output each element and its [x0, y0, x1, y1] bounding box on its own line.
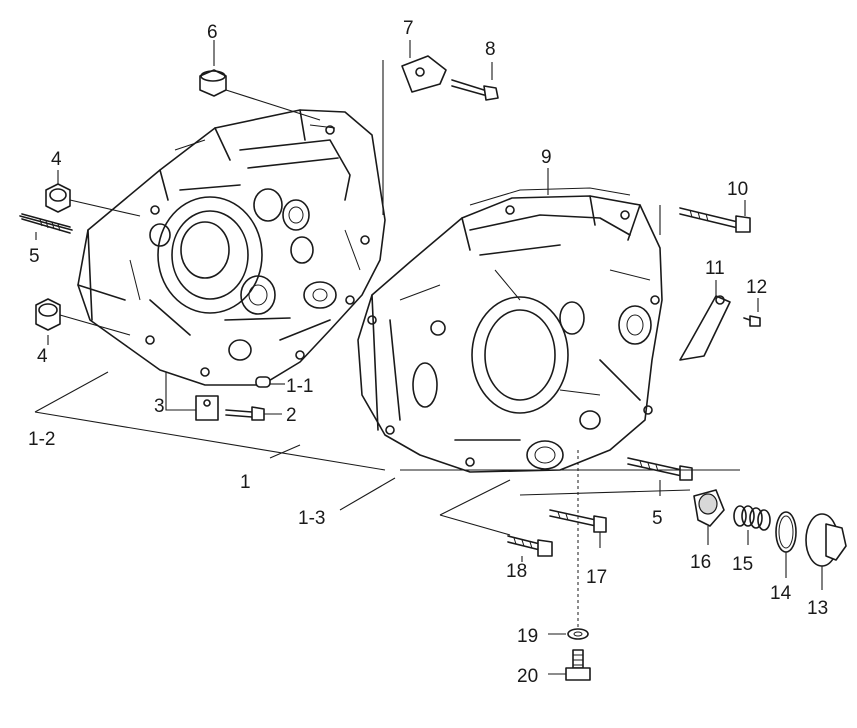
label-8: 8: [485, 39, 496, 60]
part-10-bolt: [679, 207, 751, 233]
part-20-bolt: [565, 649, 591, 681]
label-11: 11: [705, 258, 725, 279]
label-20: 20: [517, 666, 538, 687]
label-4-top: 4: [51, 149, 62, 170]
label-7: 7: [403, 18, 414, 39]
label-5-left: 5: [29, 246, 40, 267]
label-19: 19: [517, 626, 538, 647]
label-1-1: 1-1: [286, 376, 313, 397]
label-3: 3: [154, 396, 165, 417]
label-18: 18: [506, 561, 527, 582]
part-14-o-ring: [775, 511, 797, 553]
label-13: 13: [807, 598, 828, 619]
leader-lines: [34, 40, 823, 675]
part-16-filter: [693, 489, 725, 527]
part-11-lever: [679, 295, 731, 361]
part-15-spring: [733, 505, 771, 531]
label-1-2: 1-2: [28, 429, 55, 450]
label-1: 1: [240, 472, 251, 493]
label-9: 9: [541, 147, 552, 168]
label-14: 14: [770, 583, 792, 604]
label-12: 12: [746, 277, 767, 298]
label-6: 6: [207, 22, 218, 43]
label-2: 2: [286, 405, 297, 426]
part-4-nut-top: [45, 183, 71, 213]
part-17-bolt: [549, 509, 607, 533]
label-15: 15: [732, 554, 753, 575]
part-5-stud-right: [627, 457, 693, 481]
gasket-outline: [469, 187, 631, 206]
left-crankcase-half: [77, 109, 386, 386]
part-19-washer: [567, 628, 589, 640]
label-1-3: 1-3: [298, 508, 325, 529]
right-crankcase-half: [357, 195, 663, 473]
part-1-1-dowel: [255, 376, 271, 388]
part-3-plate: [195, 395, 219, 421]
part-7-bracket: [401, 55, 447, 93]
label-10: 10: [727, 179, 748, 200]
label-4-bottom: 4: [37, 346, 48, 367]
part-6-nut: [199, 69, 227, 97]
label-5-right: 5: [652, 508, 663, 529]
label-16: 16: [690, 552, 711, 573]
part-2-bolt: [225, 406, 265, 421]
part-13-drain-plug: [805, 513, 847, 567]
part-18-bolt: [507, 535, 553, 557]
part-number-labels: 1 1-1 1-2 1-3 2 3 4 4 5 5 6 7 8 9 10 11 …: [28, 18, 828, 687]
part-4-nut-bottom: [35, 298, 61, 331]
part-8-bolt: [451, 79, 499, 101]
label-17: 17: [586, 567, 607, 588]
part-12-screw: [743, 315, 761, 327]
part-5-stud-left: [19, 213, 73, 234]
